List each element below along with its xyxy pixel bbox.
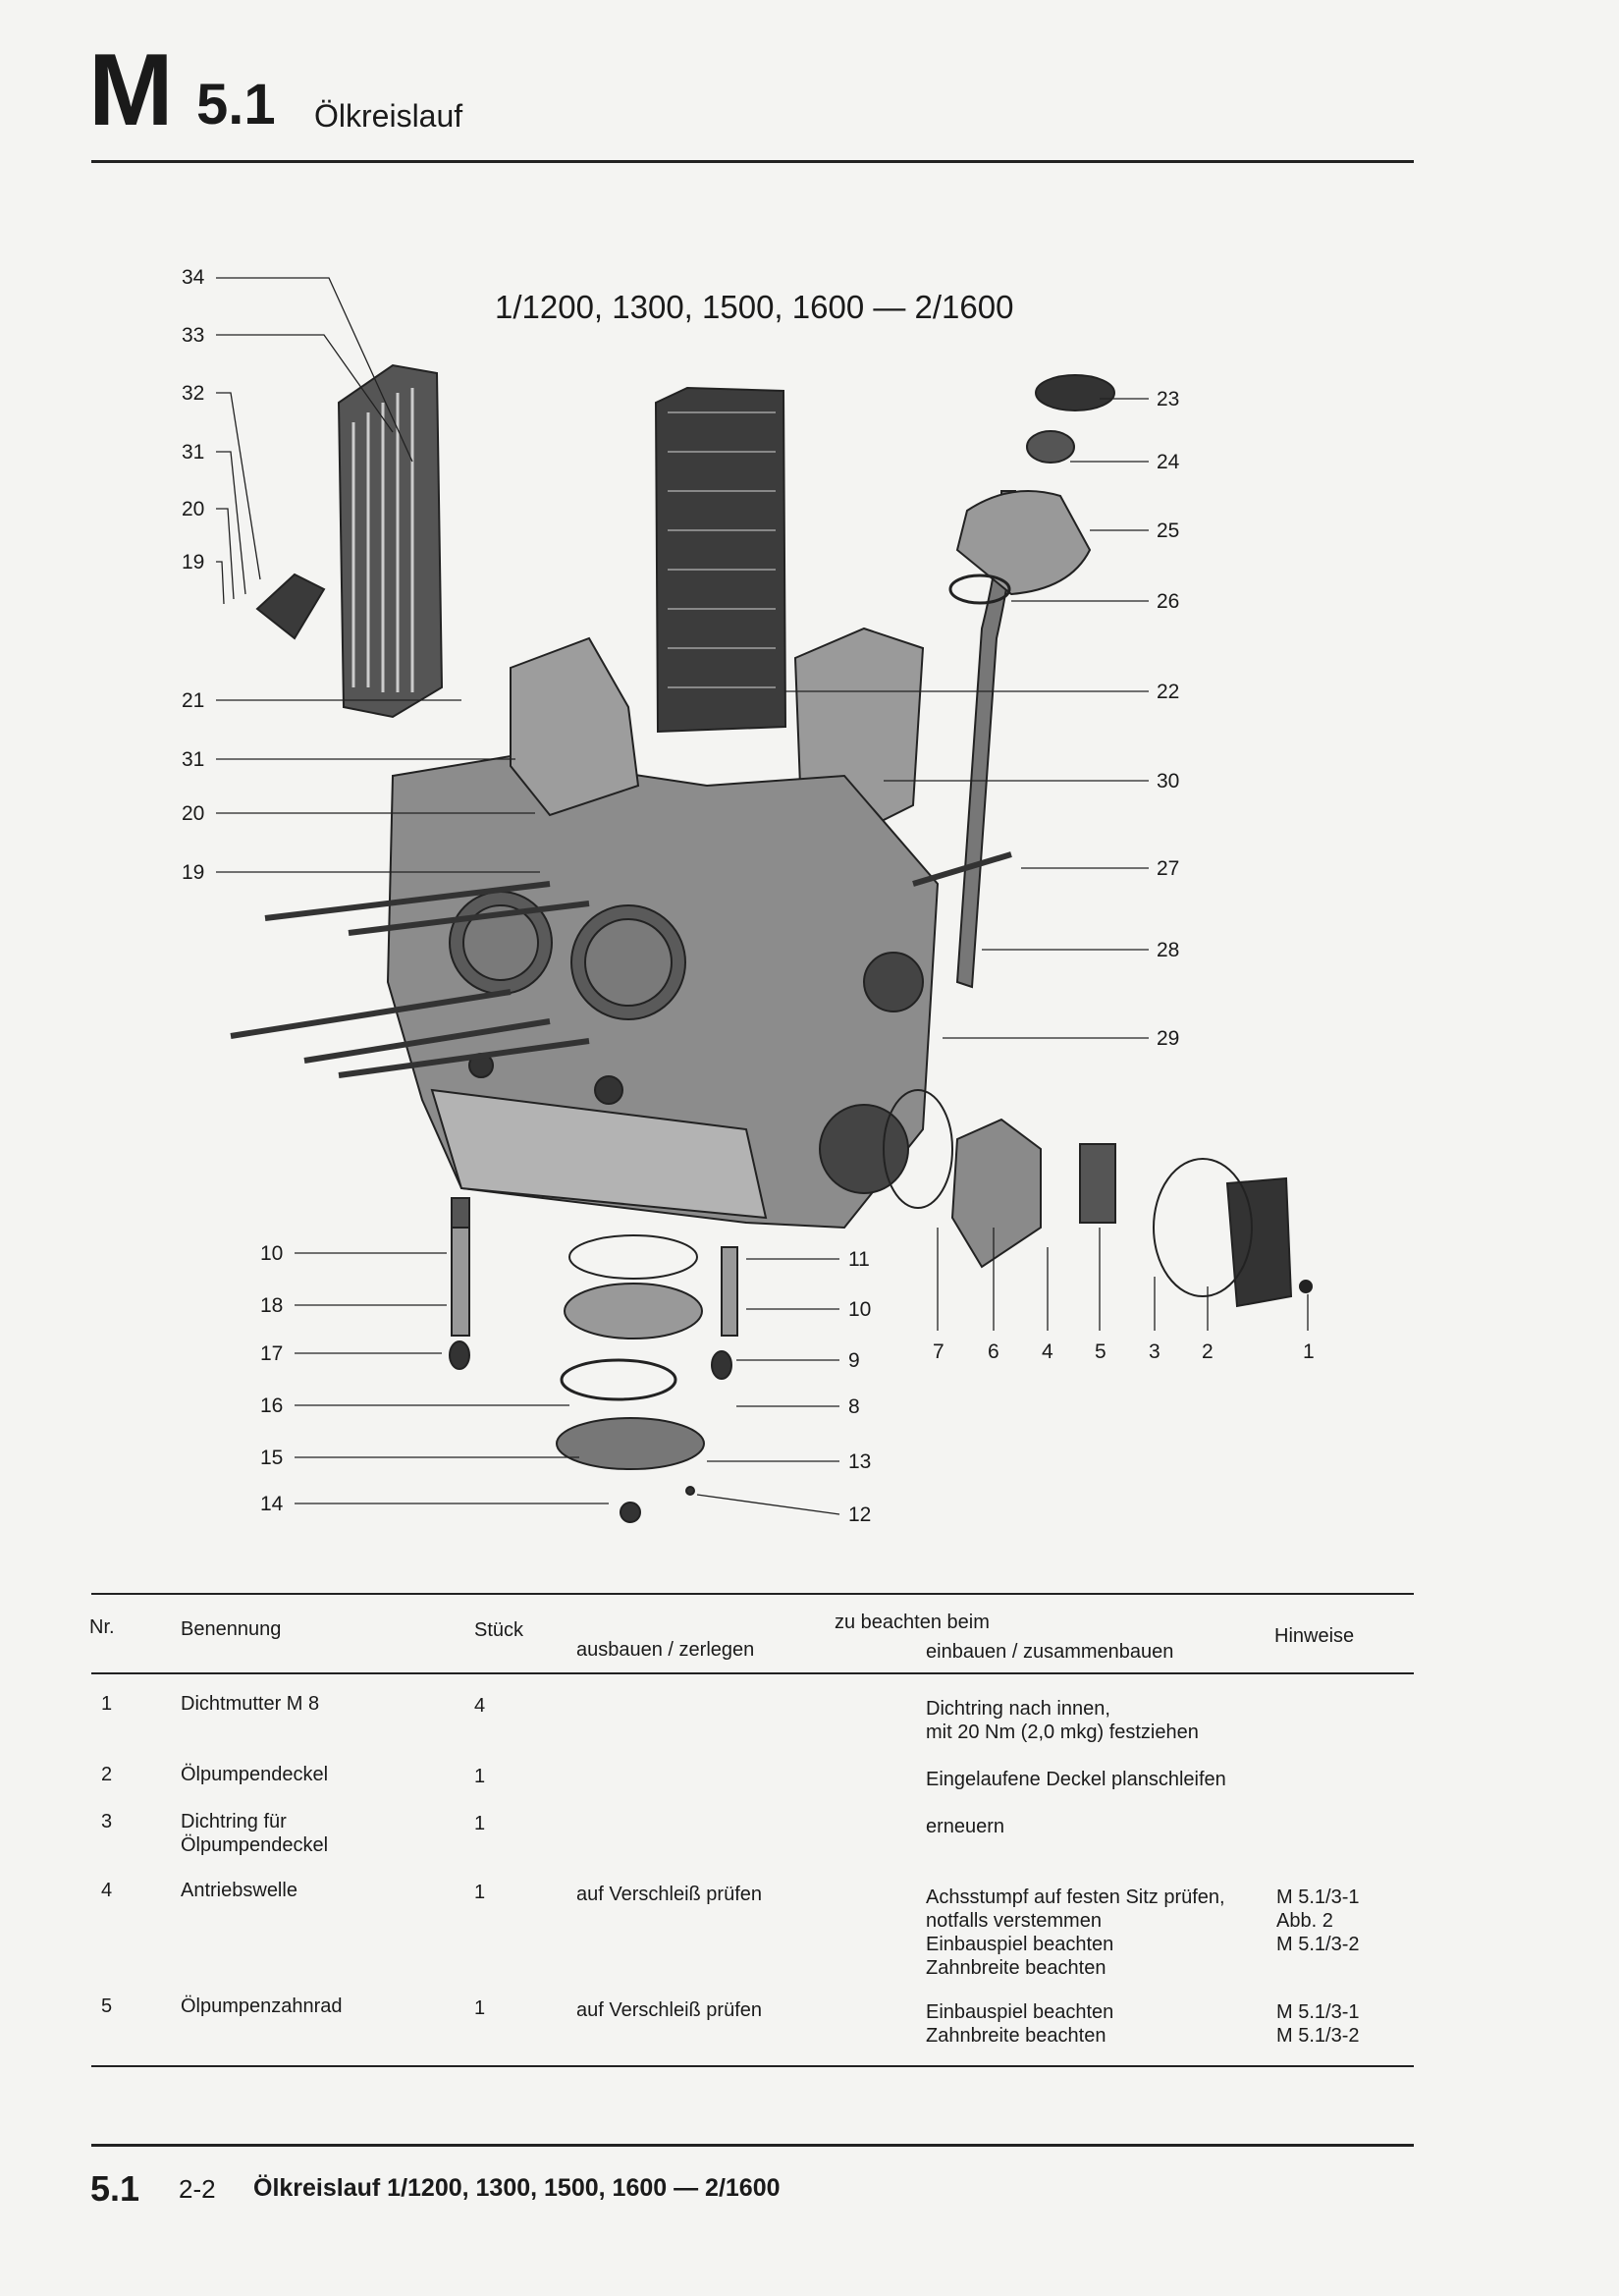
callout-label: 20 xyxy=(182,498,205,520)
engine-illustration xyxy=(230,363,1313,1523)
cell-nr: 4 xyxy=(101,1880,113,1901)
callout-label: 19 xyxy=(182,861,205,884)
cell-install: Achsstumpf auf festen Sitz prüfen, xyxy=(926,1886,1225,1908)
cell-nr: 1 xyxy=(101,1693,113,1715)
callout-label: 32 xyxy=(182,382,205,405)
callout-label: 21 xyxy=(182,689,205,712)
callout-label: 33 xyxy=(182,324,205,347)
callout-label: 19 xyxy=(182,551,205,574)
callout-label: 11 xyxy=(848,1248,870,1271)
col-header-name: Benennung xyxy=(181,1618,282,1640)
col-header-qty: Stück xyxy=(474,1619,524,1641)
callout-label: 26 xyxy=(1157,590,1180,613)
cell-install: notfalls verstemmen xyxy=(926,1910,1102,1932)
callout-label: 18 xyxy=(260,1294,284,1317)
cell-name: Dichtmutter M 8 xyxy=(181,1693,320,1715)
callout-label: 4 xyxy=(1042,1340,1053,1363)
callout-label: 17 xyxy=(260,1342,284,1365)
table-bottom-rule xyxy=(91,2065,1414,2067)
cell-nr: 3 xyxy=(101,1811,113,1832)
callout-label: 15 xyxy=(260,1447,284,1469)
table-header-rule xyxy=(91,1672,1414,1674)
callout-label: 30 xyxy=(1157,770,1180,793)
callout-label: 6 xyxy=(988,1340,999,1363)
callout-label: 2 xyxy=(1202,1340,1214,1363)
col-header-notes: Hinweise xyxy=(1274,1625,1355,1647)
callout-label: 28 xyxy=(1157,939,1180,961)
footer-rule xyxy=(91,2144,1414,2147)
callout-label: 34 xyxy=(182,266,205,289)
cell-install: Zahnbreite beachten xyxy=(926,2025,1106,2047)
callout-label: 10 xyxy=(848,1298,872,1321)
table-top-rule xyxy=(91,1593,1414,1595)
leader-lines xyxy=(216,277,1309,1515)
callout-label: 31 xyxy=(182,441,205,464)
callout-label: 12 xyxy=(848,1503,872,1526)
cell-notes: Abb. 2 xyxy=(1276,1910,1333,1932)
callout-label: 16 xyxy=(260,1394,284,1417)
cell-nr: 5 xyxy=(101,1995,113,2017)
callout-label: 20 xyxy=(182,802,205,825)
cell-name: Ölpumpenzahnrad xyxy=(181,1995,343,2017)
callout-label: 31 xyxy=(182,748,205,771)
section-letter: M xyxy=(88,33,174,147)
cell-nr: 2 xyxy=(101,1764,113,1785)
callout-label: 8 xyxy=(848,1395,860,1418)
col-header-nr: Nr. xyxy=(89,1616,115,1638)
cell-name: Ölpumpendeckel xyxy=(181,1764,329,1785)
cell-install: Einbauspiel beachten xyxy=(926,2001,1114,2023)
cell-name: Ölpumpendeckel xyxy=(181,1834,329,1856)
header-rule xyxy=(91,160,1414,163)
cell-qty: 1 xyxy=(474,1813,486,1834)
callout-label: 23 xyxy=(1157,388,1180,410)
callout-label: 27 xyxy=(1157,857,1180,880)
col-header-install: einbauen / zusammenbauen xyxy=(926,1641,1174,1663)
callout-label: 14 xyxy=(260,1493,284,1515)
cell-name: Antriebswelle xyxy=(181,1880,297,1901)
cell-qty: 1 xyxy=(474,1766,486,1787)
callout-label: 7 xyxy=(933,1340,944,1363)
col-header-group: zu beachten beim xyxy=(835,1612,990,1633)
cell-install: Eingelaufene Deckel planschleifen xyxy=(926,1769,1226,1790)
cell-remove: auf Verschleiß prüfen xyxy=(576,1999,762,2021)
col-header-remove: ausbauen / zerlegen xyxy=(576,1639,755,1661)
callout-label: 1 xyxy=(1303,1340,1315,1363)
cell-notes: M 5.1/3-2 xyxy=(1276,1934,1360,1955)
cell-name: Dichtring für xyxy=(181,1811,287,1832)
callout-label: 29 xyxy=(1157,1027,1180,1050)
cell-notes: M 5.1/3-2 xyxy=(1276,2025,1360,2047)
callout-label: 10 xyxy=(260,1242,284,1265)
cell-install: Dichtring nach innen, xyxy=(926,1698,1110,1720)
callout-label: 24 xyxy=(1157,451,1180,473)
cell-remove: auf Verschleiß prüfen xyxy=(576,1884,762,1905)
footer-title: Ölkreislauf 1/1200, 1300, 1500, 1600 — 2… xyxy=(253,2174,781,2202)
cell-install: Zahnbreite beachten xyxy=(926,1957,1106,1979)
page-title: Ölkreislauf xyxy=(314,98,463,134)
footer-section: 5.1 xyxy=(90,2168,140,2209)
section-number: 5.1 xyxy=(196,73,276,137)
cell-qty: 4 xyxy=(474,1695,486,1717)
cell-install: erneuern xyxy=(926,1816,1005,1837)
cell-install: mit 20 Nm (2,0 mkg) festziehen xyxy=(926,1722,1199,1743)
callout-label: 5 xyxy=(1095,1340,1106,1363)
cell-qty: 1 xyxy=(474,1997,486,2019)
callout-label: 3 xyxy=(1149,1340,1160,1363)
cell-qty: 1 xyxy=(474,1882,486,1903)
cell-notes: M 5.1/3-1 xyxy=(1276,2001,1360,2023)
callout-label: 22 xyxy=(1157,681,1180,703)
callout-label: 25 xyxy=(1157,519,1180,542)
diagram-title: 1/1200, 1300, 1500, 1600 — 2/1600 xyxy=(495,289,1014,325)
callout-label: 13 xyxy=(848,1450,872,1473)
footer-page: 2-2 xyxy=(179,2174,216,2204)
cell-install: Einbauspiel beachten xyxy=(926,1934,1114,1955)
callout-label: 9 xyxy=(848,1349,860,1372)
cell-notes: M 5.1/3-1 xyxy=(1276,1886,1360,1908)
